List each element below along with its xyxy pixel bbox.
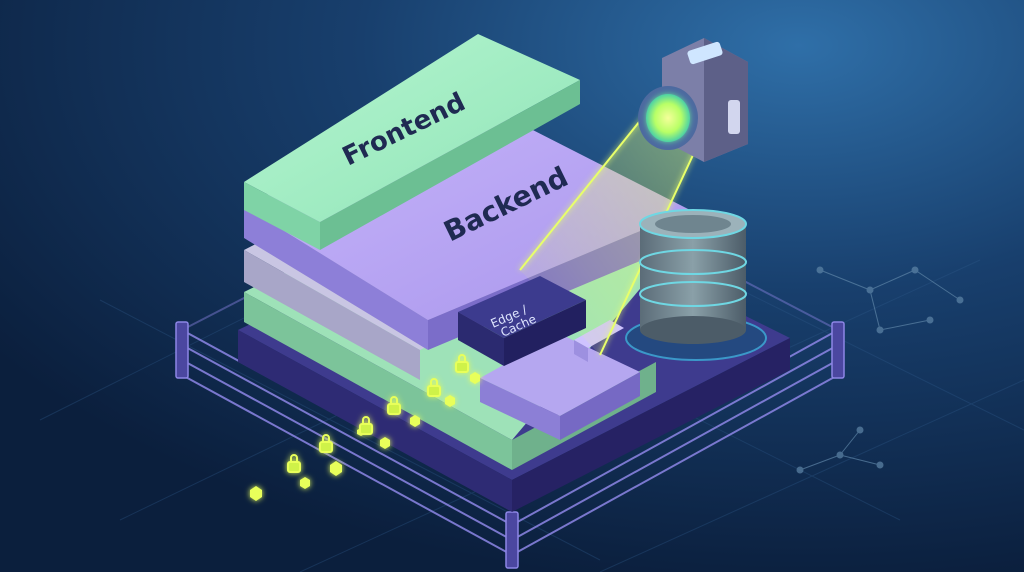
platform-posts <box>175 321 845 569</box>
database-icon <box>625 209 767 361</box>
data-particles <box>250 354 480 501</box>
frontend-layer: Frontend <box>244 34 580 250</box>
lock-icon <box>287 354 469 473</box>
edge-cache-block: Edge / Cache <box>458 276 586 366</box>
camera-icon <box>638 38 748 162</box>
network-nodes-right <box>796 266 964 474</box>
